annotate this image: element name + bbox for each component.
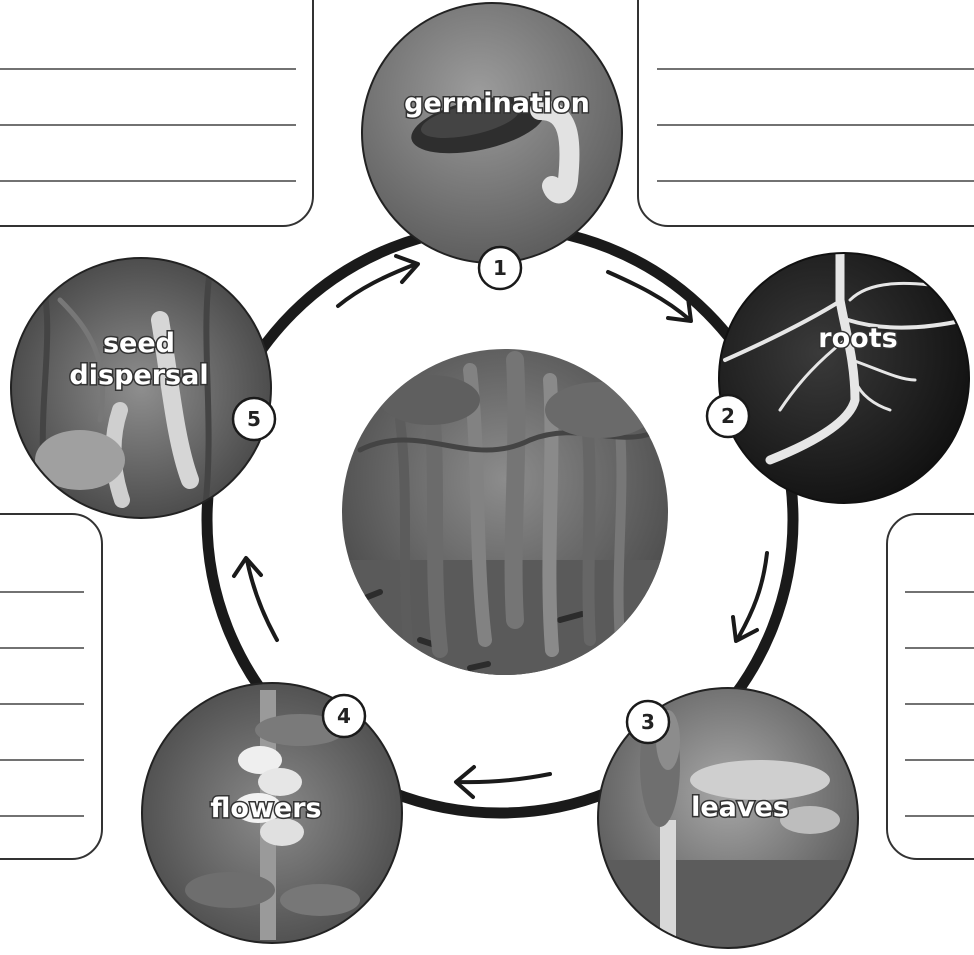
center-bean-plants-photo [342,349,668,675]
arrow-5-to-1 [336,254,420,308]
stage-5-number: 5 [247,407,261,431]
stage-1-label: germination [404,88,590,119]
stage-4-label: flowers [210,793,321,824]
arrow-3-to-4 [454,765,552,799]
stage-labels: germination roots leaves flowers seeddispers… [68,87,899,826]
stage-roots [718,252,970,504]
stage-3-number: 3 [641,710,655,734]
stage-4-badge [321,693,367,739]
arrow-2-to-3 [731,551,769,643]
stage-5-label: seed [103,328,175,359]
stage-5-badge [231,396,277,442]
stage-leaves [597,687,859,949]
stage-2-label: roots [818,323,897,354]
writing-box-bottom-right [886,513,974,860]
stage-4-number: 4 [337,704,351,728]
stage-3-badge [625,699,671,745]
stage-germination [361,2,623,264]
arrow-4-to-5 [232,556,279,642]
stage-flowers [141,682,403,944]
writing-box-top-left [0,0,314,227]
writing-box-top-right [637,0,974,227]
stage-2-number: 2 [721,404,735,428]
stage-3-label: leaves [691,792,789,823]
writing-box-bottom-left [0,513,103,860]
stage-seed-dispersal [10,257,272,519]
arrow-1-to-2 [606,270,693,323]
stage-2-badge [705,393,751,439]
stage-1-badge [477,245,523,291]
stage-5-label: dispersal [69,360,208,391]
number-badges: 1 2 3 4 5 [231,245,751,745]
stage-1-number: 1 [493,256,507,280]
